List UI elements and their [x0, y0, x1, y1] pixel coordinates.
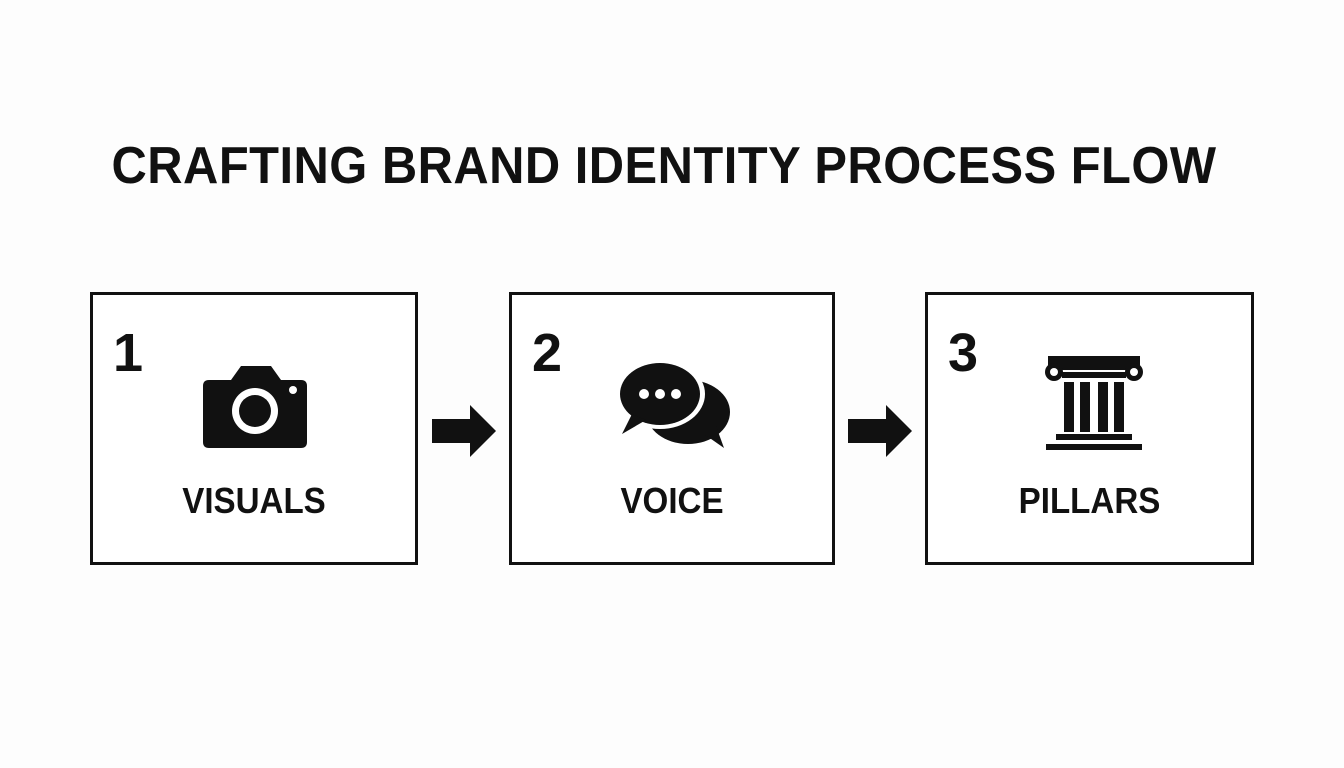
arrow-right-icon — [432, 405, 496, 457]
camera-icon — [195, 350, 315, 460]
speech-bubbles-icon — [612, 350, 732, 460]
diagram-title: CRAFTING BRAND IDENTITY PROCESS FLOW — [111, 137, 1217, 195]
step-number: 3 — [948, 323, 979, 383]
step-number: 2 — [532, 323, 563, 383]
step-box-voice: 2 VOICE — [509, 292, 835, 565]
arrow-right-icon — [848, 405, 912, 457]
step-label: VISUALS — [182, 480, 326, 521]
pillar-icon — [1034, 350, 1154, 460]
step-box-pillars: 3 PILLARS — [925, 292, 1254, 565]
step-label: PILLARS — [1018, 480, 1161, 521]
step-label: VOICE — [620, 480, 724, 521]
step-number: 1 — [113, 323, 144, 383]
step-box-visuals: 1 VISUALS — [90, 292, 418, 565]
